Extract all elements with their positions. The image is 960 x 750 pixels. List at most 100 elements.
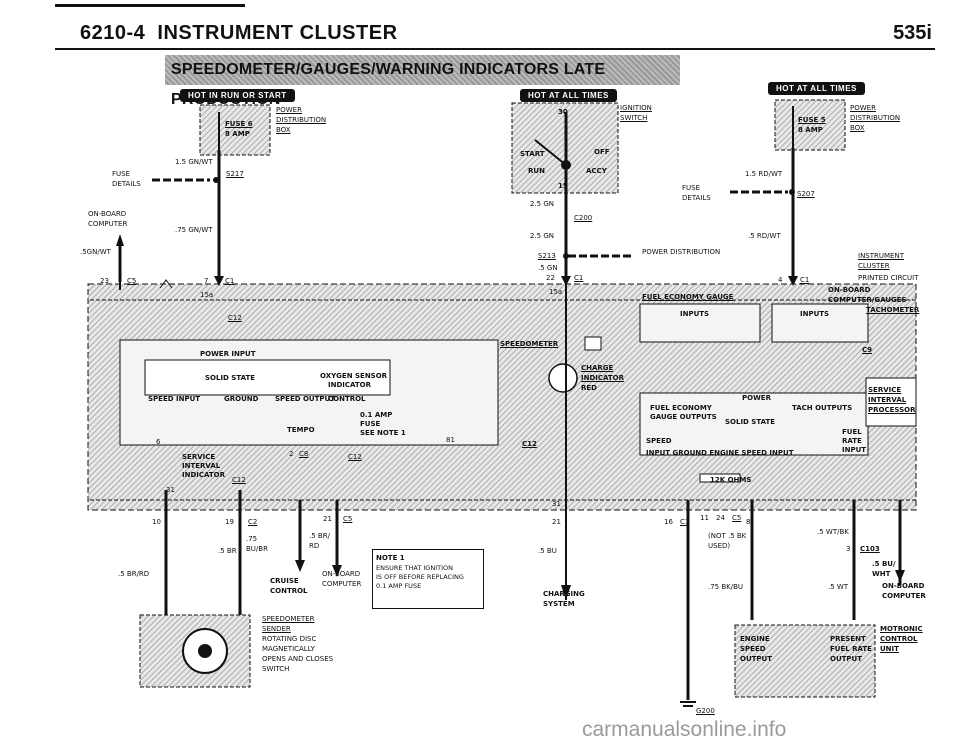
note-line-2: ENSURE THAT IGNITION xyxy=(376,564,453,572)
ignition-pos15: 15 xyxy=(558,182,568,190)
pin-21-mid: 21 xyxy=(552,518,561,526)
conn-c8: C8 xyxy=(299,450,309,458)
fuel-rate-3: INPUT xyxy=(842,446,867,454)
fuse6-amp: 8 AMP xyxy=(225,130,250,138)
sender-line-4: MAGNETICALLY xyxy=(262,645,315,653)
resistor-12k xyxy=(699,473,741,483)
pill-hot-run-start: HOT IN RUN OR START xyxy=(180,89,295,102)
connector-chevron xyxy=(159,279,173,289)
fuse-details-left-1: FUSE xyxy=(112,170,131,178)
wire-label-13: .5 BR/ xyxy=(309,532,330,540)
pin-31-left: 31 xyxy=(166,486,175,494)
arrow-charging xyxy=(561,585,571,600)
pin-4: 4 xyxy=(778,276,783,284)
charging-system-1: CHARGING xyxy=(543,590,585,598)
ignition-pivot xyxy=(561,160,571,170)
note-line-4: 0.1 AMP FUSE xyxy=(376,582,422,590)
fuse5-name: FUSE 5 xyxy=(798,116,826,124)
pin-8: 8 xyxy=(746,518,751,526)
conn-c12-right: C12 xyxy=(522,440,537,448)
fuse-details-left-2: DETAILS xyxy=(112,180,141,188)
top-rule xyxy=(55,4,245,7)
service-indicator-1: SERVICE xyxy=(182,453,216,461)
solid-state-label: SOLID STATE xyxy=(205,374,256,382)
splice-s207-dot xyxy=(789,189,795,195)
arrow-onboard-computer xyxy=(332,565,342,577)
pin-7: 7 xyxy=(204,277,209,285)
pin-2: 2 xyxy=(289,450,294,458)
conn-c5-right: C5 xyxy=(732,514,742,522)
fuse5-title1: POWER xyxy=(850,104,876,112)
model-label: 535i xyxy=(893,22,932,44)
pin-16: 16 xyxy=(664,518,673,526)
power-input-label: POWER INPUT xyxy=(200,350,256,358)
cruise-label-2: CONTROL xyxy=(270,587,308,595)
fuse6-title3: BOX xyxy=(276,126,291,134)
sender-line-5: OPENS AND CLOSES xyxy=(262,655,334,663)
wire-label-15: .5 BU xyxy=(538,547,557,555)
power-distribution-label-1: POWER DISTRIBUTION xyxy=(642,248,721,256)
fuse-details-right-1: FUSE xyxy=(682,184,701,192)
fuel-gauge-title: FUEL ECONOMY GAUGE xyxy=(642,293,734,301)
wire-label-1: 1.5 GN/WT xyxy=(175,158,213,166)
inst-cluster-1: INSTRUMENT xyxy=(858,252,904,260)
ignition-contact xyxy=(534,139,567,166)
charge-indicator-lamp xyxy=(548,363,578,393)
indicator-label: INDICATOR xyxy=(328,381,372,389)
solid-state-fuel-box xyxy=(639,392,869,456)
charge-label-3: RED xyxy=(581,384,597,392)
pin-21-left: 21 xyxy=(323,515,332,523)
ignition-start: START xyxy=(520,150,545,158)
pin-23: 23 xyxy=(100,277,109,285)
service-interval-processor-box xyxy=(865,377,917,427)
arrow-cruise xyxy=(295,560,305,572)
sender-title-2: SENDER xyxy=(262,625,291,633)
wire-label-10: .5 BR xyxy=(218,547,237,555)
fuse6-name: FUSE 6 xyxy=(225,120,253,128)
engine-speed-3: OUTPUT xyxy=(740,655,772,663)
speed-input-label: SPEED INPUT xyxy=(148,395,201,403)
speedometer-title: SPEEDOMETER xyxy=(500,340,559,348)
conn-c12-top: C12 xyxy=(228,314,242,322)
conn-c1-mid: C1 xyxy=(574,274,584,282)
wire-label-4: 2.5 GN xyxy=(530,232,555,240)
tacho-inputs: INPUTS xyxy=(800,310,830,318)
tach-outputs: TACH OUTPUTS xyxy=(792,404,853,412)
conn-c12-mid: C12 xyxy=(348,453,362,461)
control-label: CONTROL xyxy=(328,395,366,403)
tachometer-box xyxy=(771,303,869,343)
fuse6-title1: POWER xyxy=(276,106,302,114)
onboard-top-1: ON-BOARD xyxy=(88,210,127,218)
fuel-rate-2: RATE xyxy=(842,437,862,445)
pin-81: 81 xyxy=(446,436,455,444)
pin-22: 22 xyxy=(546,274,555,282)
conn-c5-top: C5 xyxy=(127,277,137,285)
service-proc-2: INTERVAL xyxy=(868,396,907,404)
wire-label-7: .5 RD/WT xyxy=(748,232,781,240)
splice-s207: S207 xyxy=(797,190,815,198)
ground-g200: G200 xyxy=(696,707,715,715)
arrow-onboard-right xyxy=(895,570,905,582)
arrow-c1-4 xyxy=(788,276,798,286)
service-proc-1: SERVICE xyxy=(868,386,902,394)
pin-31-mid: 31 xyxy=(552,500,561,508)
preset-fuel-2: FUEL RATE xyxy=(830,645,872,653)
ignition-accy: ACCY xyxy=(586,167,607,175)
not-used-1: (NOT .5 BK xyxy=(708,532,747,540)
wire-label-11: .75 xyxy=(246,535,258,543)
tempo-label: TEMPO xyxy=(287,426,315,434)
fuel-solid-state: SOLID STATE xyxy=(725,418,776,426)
wire-label-16: .75 BK/BU xyxy=(708,583,744,591)
inst-cluster-3: PRINTED CIRCUIT xyxy=(858,274,919,282)
fuel-economy-gauge-box xyxy=(639,303,761,343)
pin-15a-mid: 15a xyxy=(549,288,563,296)
wire-label-3: 2.5 GN xyxy=(530,200,555,208)
watermark: carmanualsonline.info xyxy=(582,718,787,741)
conn-c1-left: C1 xyxy=(225,277,235,285)
motronic-title-2: CONTROL xyxy=(880,635,918,643)
onboard-computer-right-1: ON-BOARD xyxy=(882,582,925,590)
speed-label: SPEED xyxy=(646,437,672,445)
onboard-top-2: COMPUTER xyxy=(88,220,128,228)
motronic-control-box xyxy=(734,624,876,698)
